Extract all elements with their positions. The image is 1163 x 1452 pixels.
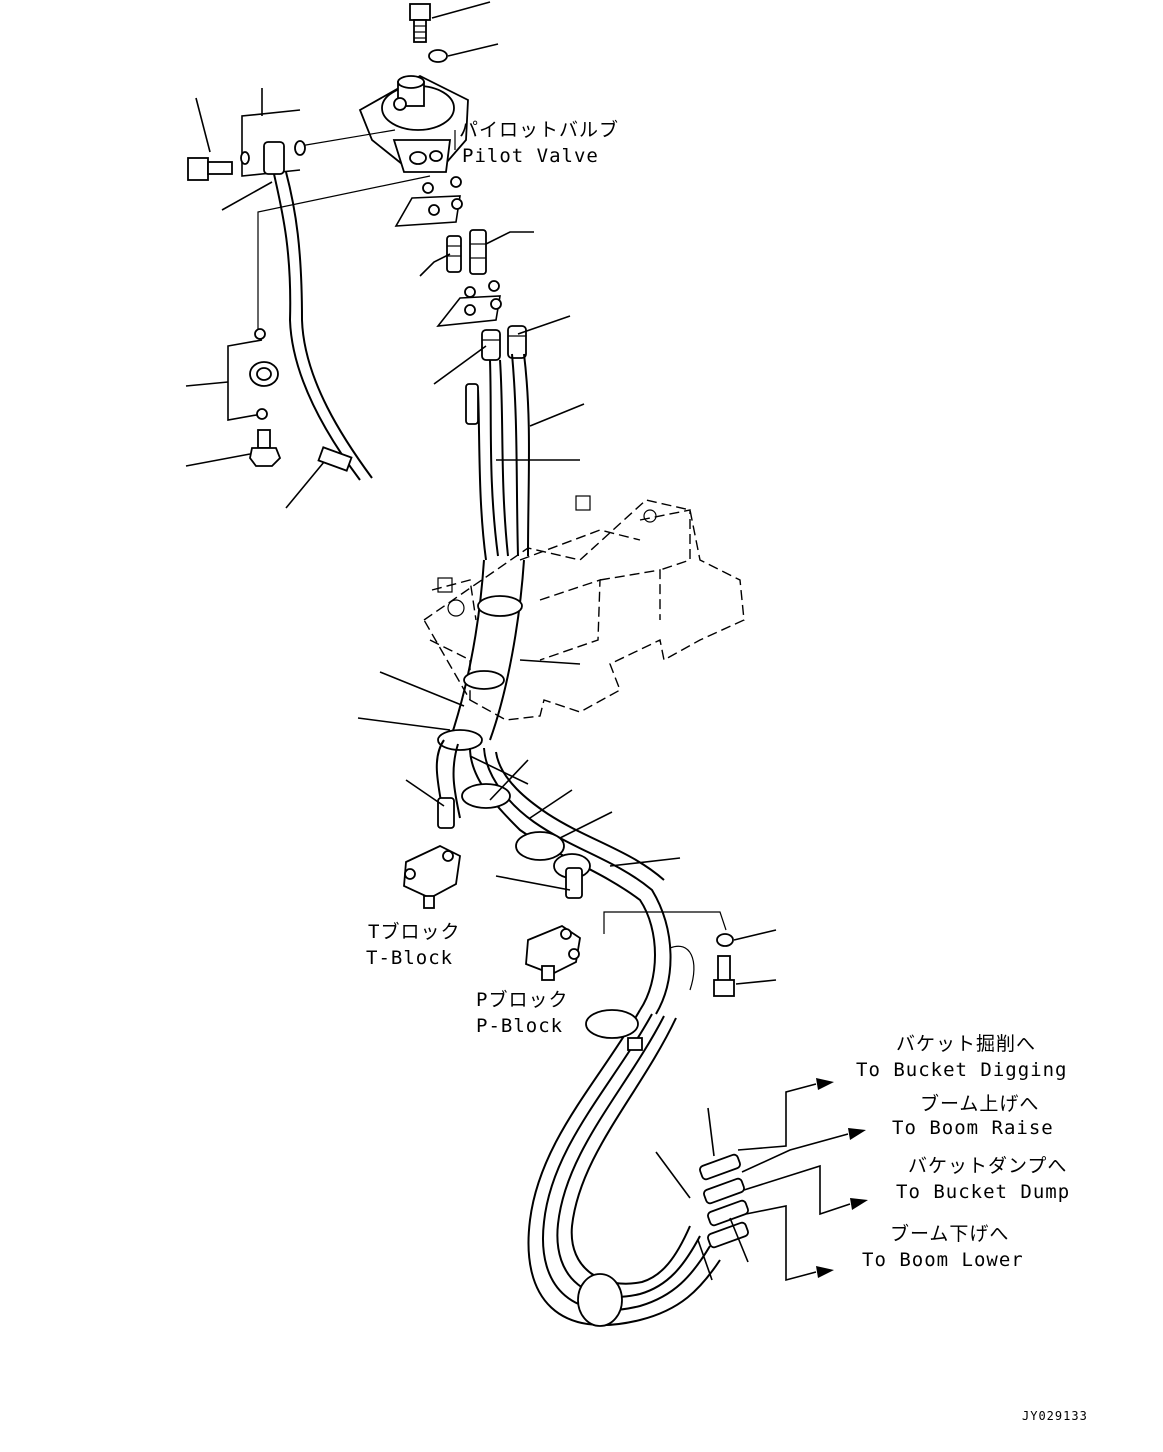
fittings-cluster bbox=[419, 229, 534, 277]
bucket-digging-jp-label: バケット掘削へ bbox=[896, 1033, 1036, 1055]
boom-raise-en-label: To Boom Raise bbox=[892, 1117, 1054, 1139]
drawing-code: JY029133 bbox=[1022, 1409, 1088, 1423]
pilot-valve bbox=[299, 74, 469, 173]
t-block bbox=[403, 844, 461, 909]
boom-lower-en-label: To Boom Lower bbox=[862, 1249, 1024, 1271]
hose-fittings bbox=[433, 315, 571, 385]
hose-loop bbox=[527, 945, 721, 1327]
console-body bbox=[423, 495, 745, 721]
orings-2 bbox=[436, 280, 502, 327]
right-washer bbox=[716, 929, 777, 947]
hose-bundle-clamps bbox=[357, 559, 525, 751]
bucket-digging-en-label: To Bucket Digging bbox=[856, 1059, 1067, 1081]
t-block-en-label: T-Block bbox=[366, 947, 453, 969]
right-bolt bbox=[713, 955, 777, 997]
elbow-bolt bbox=[187, 97, 233, 181]
lower-bolt bbox=[185, 429, 282, 467]
boom-raise-jp-label: ブーム上げへ bbox=[920, 1092, 1039, 1115]
mid-clamps bbox=[405, 755, 681, 899]
outlet-fittings bbox=[655, 1107, 749, 1281]
p-block-jp-label: Pブロック bbox=[476, 988, 568, 1011]
top-washer bbox=[428, 43, 499, 63]
top-bolt bbox=[409, 1, 491, 43]
left-lower-bracket bbox=[185, 328, 279, 421]
direction-arrows bbox=[737, 1078, 868, 1282]
pilot-valve-jp-label: パイロットバルブ bbox=[459, 118, 619, 141]
p-block bbox=[525, 924, 581, 981]
bucket-dump-jp-label: バケットダンプへ bbox=[908, 1155, 1067, 1177]
orings-1 bbox=[394, 176, 463, 227]
t-block-jp-label: Tブロック bbox=[368, 920, 460, 943]
bucket-dump-en-label: To Bucket Dump bbox=[896, 1181, 1070, 1203]
p-block-en-label: P-Block bbox=[476, 1015, 563, 1037]
pilot-valve-en-label: Pilot Valve bbox=[462, 145, 599, 167]
boom-lower-jp-label: ブーム下げへ bbox=[890, 1222, 1009, 1245]
